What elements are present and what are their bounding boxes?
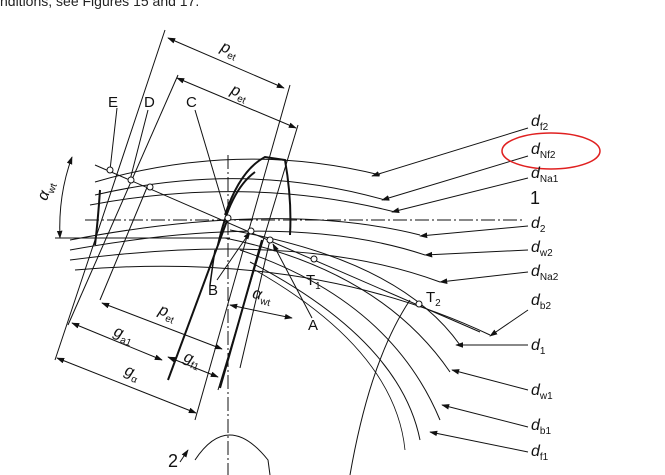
leader-db2: [489, 309, 529, 337]
leader-dna2: [439, 271, 529, 284]
point-B: [247, 227, 255, 235]
frame-line-3: [67, 74, 179, 326]
point-E: [106, 166, 114, 174]
diameter-label-df1: df1: [531, 443, 549, 463]
circle-d2: [69, 218, 421, 241]
leader-dnf2: [381, 155, 529, 201]
diameter-label-d1: d1: [531, 337, 546, 357]
point-D: [127, 176, 135, 184]
dim-arrow-ga1: [71, 322, 163, 361]
point-T1: [310, 255, 318, 263]
label-two: 2: [168, 451, 179, 471]
point-D2: [146, 183, 154, 191]
label-B: B: [208, 282, 219, 299]
alpha-wt-arc-left: [56, 156, 73, 239]
label-T1: T1: [306, 272, 321, 292]
label-A: A: [308, 317, 319, 334]
frame-line-5: [99, 184, 149, 301]
point-T2: [415, 300, 423, 308]
leader-db1: [441, 404, 529, 428]
leader-dw1: [451, 369, 529, 391]
label-one: 1: [530, 188, 541, 208]
circle-df1: [249, 261, 421, 441]
leader-df1: [429, 430, 529, 453]
leader-two: [179, 449, 189, 463]
line-of-action: [94, 164, 481, 333]
base-circle-arc: [349, 299, 411, 475]
diameter-label-dna2: dNa2: [531, 263, 559, 283]
circle-dw2: [69, 230, 426, 256]
point-C: [224, 214, 232, 222]
leader-dw2: [424, 249, 529, 258]
caption-text: nditions, see Figures 15 and 17.: [0, 0, 200, 9]
leader-d2: [419, 225, 529, 239]
circle-dw1: [224, 237, 451, 373]
leader-C: [194, 109, 227, 215]
diameter-label-dna1: dNa1: [531, 165, 559, 185]
highlight-ellipse: [501, 132, 601, 170]
label-C: C: [186, 94, 197, 111]
frame-line-7: [167, 217, 229, 381]
circle-df2: [94, 158, 381, 183]
point-A: [266, 236, 274, 244]
diameter-label-db1: db1: [531, 417, 552, 437]
leader-A: [272, 243, 313, 319]
diameter-label-dw1: dw1: [531, 382, 553, 402]
circle-dna1: [89, 191, 396, 213]
diameter-label-db2: db2: [531, 292, 552, 312]
label-D: D: [144, 94, 155, 111]
leader-E: [109, 107, 118, 171]
diameter-label-dnf2: dNf2: [531, 141, 556, 161]
dim-arrow-galpha: [56, 357, 197, 414]
circle-db2: [74, 265, 491, 336]
gear-2-arc: [194, 434, 271, 475]
label-E: E: [108, 94, 119, 111]
circle-df1-b: [254, 269, 406, 451]
tooth-flank-1: [224, 155, 292, 236]
label-T2: T2: [426, 289, 441, 309]
diameter-label-dw2: dw2: [531, 239, 553, 259]
diameter-label-d2: d2: [531, 215, 546, 235]
frame-line-2: [194, 84, 291, 421]
leader-D: [129, 109, 149, 181]
dim-arrow-pet-second: [176, 77, 297, 129]
frame-line-1: [54, 29, 166, 361]
leader-df2: [371, 127, 529, 177]
diameter-label-df2: df2: [531, 113, 549, 133]
tooth-flank-3: [94, 189, 101, 246]
circle-db1: [239, 249, 441, 421]
leader-dna1: [391, 177, 529, 213]
leader-B: [216, 231, 251, 281]
alpha-wt-arc-low: [229, 303, 293, 320]
tooth-flank-2: [217, 171, 256, 246]
